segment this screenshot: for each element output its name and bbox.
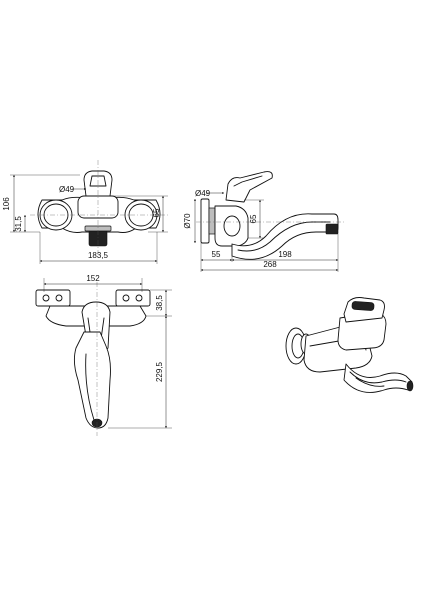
dim-top-229-5: 229,5 xyxy=(155,361,164,382)
dim-side-268: 268 xyxy=(263,260,277,269)
top-spout xyxy=(73,331,111,429)
top-right-connector xyxy=(115,289,151,307)
dim-front-total-height: 106 xyxy=(2,197,11,211)
iso-view xyxy=(285,297,414,393)
dim-front-height-65: 65 xyxy=(152,208,161,217)
top-left-connector xyxy=(35,289,71,307)
dim-side-handle-diameter: Ø49 xyxy=(195,189,211,198)
iso-spout-aerator xyxy=(406,380,414,392)
dim-front-handle-diameter: Ø49 xyxy=(59,185,75,194)
side-body xyxy=(214,205,249,247)
dim-top-38-5: 38,5 xyxy=(155,295,164,311)
front-view: 106 31,5 Ø49 65 183,5 xyxy=(2,160,168,264)
side-spout-aerator xyxy=(325,223,339,235)
dim-front-width: 183,5 xyxy=(88,251,109,260)
side-view: Ø49 Ø70 65 55 198 268 xyxy=(183,171,344,272)
dim-top-width: 152 xyxy=(86,274,100,283)
side-wall-rosette xyxy=(200,198,210,244)
dim-side-rosette-diameter: Ø70 xyxy=(183,213,192,229)
side-handle xyxy=(225,171,273,203)
dim-front-offset: 31,5 xyxy=(14,216,23,232)
dim-side-198: 198 xyxy=(278,250,292,259)
top-view: 152 38,5 229,5 xyxy=(35,274,172,436)
dim-side-height-65: 65 xyxy=(249,214,258,223)
dim-side-55: 55 xyxy=(212,250,221,259)
